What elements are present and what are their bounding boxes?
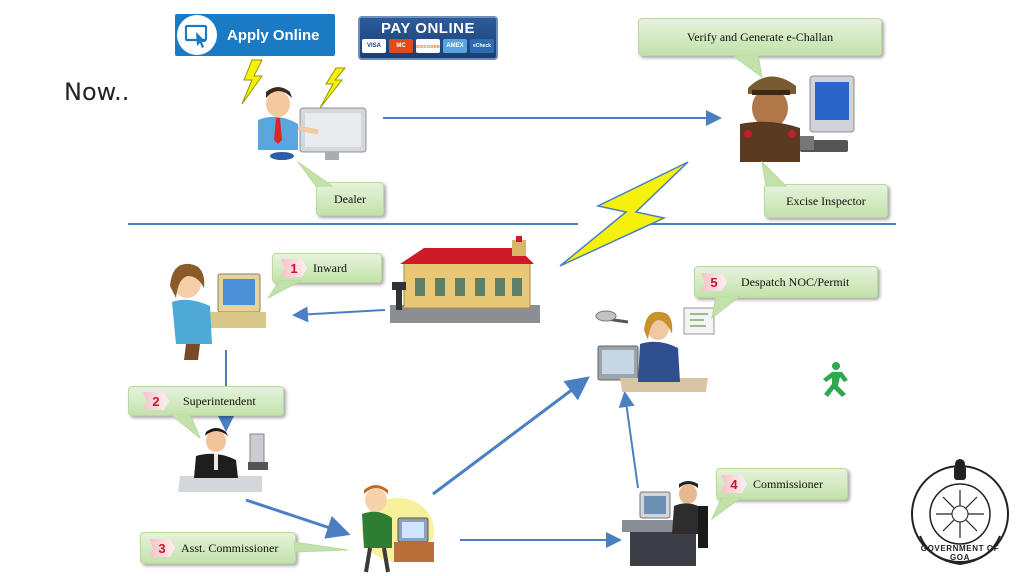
step-number-badge: 5 bbox=[701, 273, 727, 291]
callout-tail bbox=[761, 160, 788, 187]
step-number-badge: 3 bbox=[149, 539, 175, 557]
callout-tail bbox=[731, 55, 763, 79]
step-number-badge: 2 bbox=[143, 392, 169, 410]
government-of-goa-seal: GOVERNMENT OF GOA bbox=[900, 456, 1020, 572]
asst-commissioner-figure-icon bbox=[362, 485, 434, 573]
callout-despatch: 5 Despatch NOC/Permit bbox=[694, 266, 878, 298]
callout-tail bbox=[710, 497, 743, 521]
cursor-icon bbox=[177, 15, 217, 55]
separator-line-right bbox=[650, 223, 896, 225]
superintendent-label: Superintendent bbox=[183, 393, 256, 408]
echeck-icon: eCheck bbox=[470, 39, 494, 53]
lightning-bolt-icon bbox=[241, 59, 347, 109]
commissioner-figure-icon bbox=[622, 481, 708, 566]
arrow-asst-to-despatch bbox=[432, 376, 590, 496]
separator-line-left bbox=[128, 223, 578, 225]
callout-excise-inspector: Excise Inspector bbox=[764, 184, 888, 218]
apply-online-button[interactable]: Apply Online bbox=[175, 14, 335, 56]
visa-card-icon: VISA bbox=[362, 39, 386, 53]
step-number-badge: 4 bbox=[721, 475, 747, 493]
amex-card-icon: AMEX bbox=[443, 39, 467, 53]
arrow-superintendent-to-asst bbox=[245, 498, 351, 539]
callout-asst-commissioner: 3 Asst. Commissioner bbox=[140, 532, 296, 564]
dealer-figure-icon bbox=[258, 87, 367, 160]
despatch-label: Despatch NOC/Permit bbox=[741, 274, 850, 289]
now-heading: Now.. bbox=[64, 78, 130, 106]
callout-tail bbox=[297, 161, 334, 187]
callout-tail bbox=[711, 296, 741, 320]
dealer-label: Dealer bbox=[334, 191, 366, 206]
mastercard-icon: MC bbox=[389, 39, 413, 53]
callout-tail bbox=[267, 280, 303, 299]
callout-tail bbox=[169, 414, 201, 439]
pay-online-title: PAY ONLINE bbox=[381, 20, 475, 37]
callout-inward: 1 Inward bbox=[272, 253, 382, 283]
step-number-badge: 1 bbox=[281, 259, 307, 277]
inward-label: Inward bbox=[313, 260, 347, 275]
superintendent-figure-icon bbox=[178, 428, 268, 492]
callout-commissioner: 4 Commissioner bbox=[716, 468, 848, 500]
asst-commissioner-label: Asst. Commissioner bbox=[181, 540, 279, 555]
arrow-commissioner-to-despatch bbox=[618, 391, 639, 489]
callout-superintendent: 2 Superintendent bbox=[128, 386, 284, 416]
despatch-clerk-figure-icon bbox=[595, 307, 715, 392]
commissioner-label: Commissioner bbox=[753, 476, 824, 491]
apply-online-label: Apply Online bbox=[227, 26, 320, 44]
excise-inspector-figure-icon bbox=[740, 75, 855, 162]
verify-challan-label: Verify and Generate e-Challan bbox=[686, 29, 834, 44]
pay-online-button[interactable]: PAY ONLINE VISA MC DISCOVER AMEX eCheck bbox=[358, 16, 498, 60]
arrow-building-to-inward bbox=[292, 306, 386, 323]
callout-dealer: Dealer bbox=[316, 182, 384, 216]
callout-tail bbox=[294, 541, 349, 553]
seal-text: GOVERNMENT OF GOA bbox=[920, 544, 1000, 562]
big-lightning-bolt-icon bbox=[559, 161, 689, 267]
discover-card-icon: DISCOVER bbox=[416, 39, 440, 53]
office-building-icon bbox=[390, 236, 540, 323]
running-person-icon bbox=[823, 362, 848, 397]
callout-verify-challan: Verify and Generate e-Challan bbox=[638, 18, 882, 56]
excise-inspector-label: Excise Inspector bbox=[786, 193, 866, 208]
inward-clerk-figure-icon bbox=[170, 263, 266, 360]
